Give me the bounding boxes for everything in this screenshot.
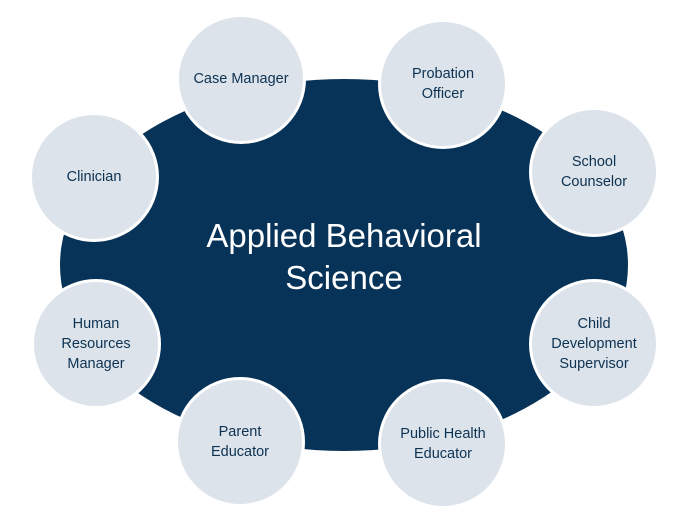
career-node-parent-educator: Parent Educator [175,377,305,507]
career-node-human-resources-manager: Human Resources Manager [31,279,161,409]
career-node-probation-officer: Probation Officer [378,19,508,149]
center-title: Applied Behavioral Science [206,217,482,296]
center-ellipse [60,79,628,451]
career-node-school-counselor: School Counselor [529,107,659,237]
career-node-case-manager: Case Manager [176,14,306,144]
career-node-child-development-supervisor: Child Development Supervisor [529,279,659,409]
career-node-public-health-educator: Public Health Educator [378,379,508,509]
career-node-clinician: Clinician [29,112,159,242]
